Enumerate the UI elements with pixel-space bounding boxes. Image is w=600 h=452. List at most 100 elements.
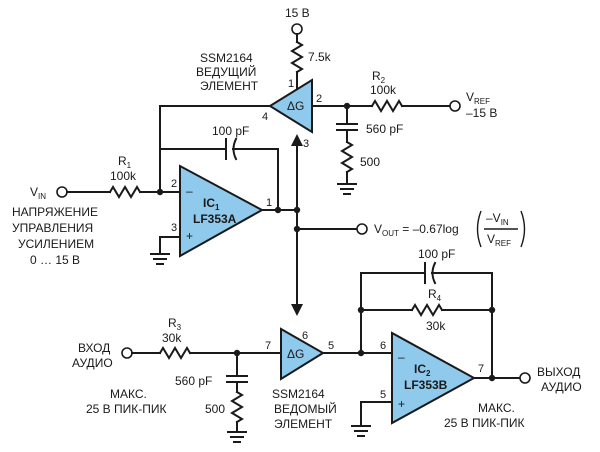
- r2-sub: 2: [381, 76, 386, 85]
- resistor-7-5k-label: 7.5k: [308, 50, 332, 64]
- ground-symbol: [227, 431, 247, 443]
- r2-name: R: [372, 69, 381, 83]
- vref-sub: REF: [474, 97, 490, 106]
- master-vca-role2: ЭЛЕМЕНТ: [200, 79, 259, 93]
- ic2-pin7: 7: [478, 363, 484, 375]
- control-label-1: НАПРЯЖЕНИЕ: [12, 205, 98, 219]
- audio-in-label-1: ВХОД: [78, 341, 110, 355]
- slave-vca-symbol: ΔG: [287, 347, 304, 361]
- capacitor-560pf-top: [336, 105, 358, 143]
- supply-terminal: [291, 23, 303, 43]
- svg-text:R3: R3: [168, 316, 182, 332]
- r2-value: 100k: [370, 83, 397, 97]
- slave-vca-pin5: 5: [328, 340, 334, 352]
- master-vca-pin4: 4: [262, 111, 268, 123]
- ic1-pin3: 3: [171, 222, 177, 234]
- ic1-plus: +: [186, 229, 193, 243]
- resistor-500-top: [340, 140, 354, 185]
- resistor-r2: [370, 99, 451, 113]
- vin-terminal: [56, 186, 68, 198]
- resistor-r3: [158, 346, 282, 360]
- capacitor-100pf-ic2-label: 100 pF: [418, 247, 455, 261]
- r3-name: R: [168, 316, 177, 330]
- vin-name: V: [30, 185, 38, 199]
- ic1-pin1: 1: [266, 197, 272, 209]
- slave-vca-role1: ВЕДОМЫЙ: [274, 401, 337, 416]
- audio-out-label-1: ВЫХОД: [537, 365, 580, 379]
- resistor-7-5k: [290, 40, 304, 89]
- ic2-part: LF353B: [404, 378, 448, 392]
- master-vca-pin2: 2: [316, 93, 322, 105]
- resistor-500-top-label: 500: [360, 155, 380, 169]
- slave-vca-role2: ЭЛЕМЕНТ: [274, 417, 333, 431]
- ic2-minus: –: [398, 350, 405, 364]
- ic1-name: IC: [203, 196, 215, 210]
- ic2-pin5: 5: [380, 389, 386, 401]
- master-vca-pin1: 1: [288, 78, 294, 90]
- max-out-label-2: 25 В ПИК-ПИК: [444, 416, 525, 430]
- vout-name: V: [374, 222, 382, 236]
- master-vca-role1: ВЕДУЩИЙ: [196, 64, 256, 79]
- vin-sub: IN: [38, 192, 46, 201]
- audio-in-label-2: АУДИО: [72, 356, 113, 370]
- capacitor-100pf-ic1-label: 100 pF: [212, 124, 249, 138]
- ic1-part: LF353A: [193, 212, 237, 226]
- svg-text:IC1: IC1: [203, 196, 220, 212]
- ic2-pin6: 6: [380, 340, 386, 352]
- svg-text:VOUT = –0.67log: VOUT = –0.67log: [374, 222, 459, 238]
- control-label-2: УПРАВЛЕНИЯ: [12, 221, 93, 235]
- ground-symbol: [351, 425, 371, 437]
- resistor-500-bottom-label: 500: [205, 402, 225, 416]
- r4-value: 30k: [426, 319, 446, 333]
- slave-vca-pin7: 7: [265, 340, 271, 352]
- arrow-up-icon: [291, 134, 303, 146]
- ic2-plus: +: [398, 397, 405, 411]
- audio-out-label-2: АУДИО: [541, 380, 582, 394]
- max-in-label-2: 25 В ПИК-ПИК: [86, 402, 167, 416]
- vout-sub: OUT: [382, 229, 399, 238]
- r4-sub: 4: [437, 294, 442, 303]
- r3-value: 30k: [162, 331, 182, 345]
- svg-text:VIN: VIN: [30, 185, 46, 201]
- capacitor-560pf-bottom-label: 560 pF: [175, 374, 212, 388]
- ic1-sub: 1: [215, 203, 220, 212]
- svg-text:–VIN: –VIN: [486, 211, 509, 227]
- control-label-4: 0 … 15 В: [30, 253, 80, 267]
- vout-den-sub: REF: [495, 239, 511, 248]
- opamp-ic1: [179, 164, 265, 258]
- audio-out-terminal: [519, 372, 531, 384]
- svg-text:VREF: VREF: [466, 90, 490, 106]
- r1-sub: 1: [127, 161, 132, 170]
- control-label-3: УСИЛЕНИЕМ: [18, 237, 94, 251]
- r4-name: R: [428, 287, 437, 301]
- slave-vca: [280, 327, 325, 381]
- ic1-pin2: 2: [171, 178, 177, 190]
- vref-value: –15 В: [466, 106, 497, 120]
- ic1-minus: –: [186, 184, 193, 198]
- arrow-down-icon: [291, 304, 303, 316]
- master-vca-symbol: ΔG: [287, 99, 304, 113]
- vout-formula: VOUT = –0.67log –VIN VREF: [374, 210, 526, 248]
- svg-text:VREF: VREF: [487, 232, 511, 248]
- resistor-500-bottom: [230, 390, 244, 433]
- vout-den-prefix: V: [487, 232, 495, 246]
- svg-text:IC2: IC2: [414, 362, 431, 378]
- vout-num-prefix: –V: [486, 211, 501, 225]
- master-vca-pin3: 3: [303, 138, 309, 150]
- capacitor-560pf-top-label: 560 pF: [366, 122, 403, 136]
- resistor-r4: [410, 303, 493, 317]
- r1-name: R: [118, 154, 127, 168]
- r1-value: 100k: [110, 169, 137, 183]
- r3-sub: 3: [177, 323, 182, 332]
- slave-vca-pin6: 6: [302, 330, 308, 342]
- master-vca-part: SSM2164: [200, 51, 253, 65]
- vref-name: V: [466, 90, 474, 104]
- capacitor-560pf-bottom: [226, 352, 248, 393]
- opamp-ic2: [391, 331, 477, 425]
- max-out-label-1: МАКС.: [478, 401, 515, 415]
- max-in-label-1: МАКС.: [110, 387, 147, 401]
- ic2-name: IC: [414, 362, 426, 376]
- vout-terminal: [356, 223, 368, 235]
- ic2-sub: 2: [426, 369, 431, 378]
